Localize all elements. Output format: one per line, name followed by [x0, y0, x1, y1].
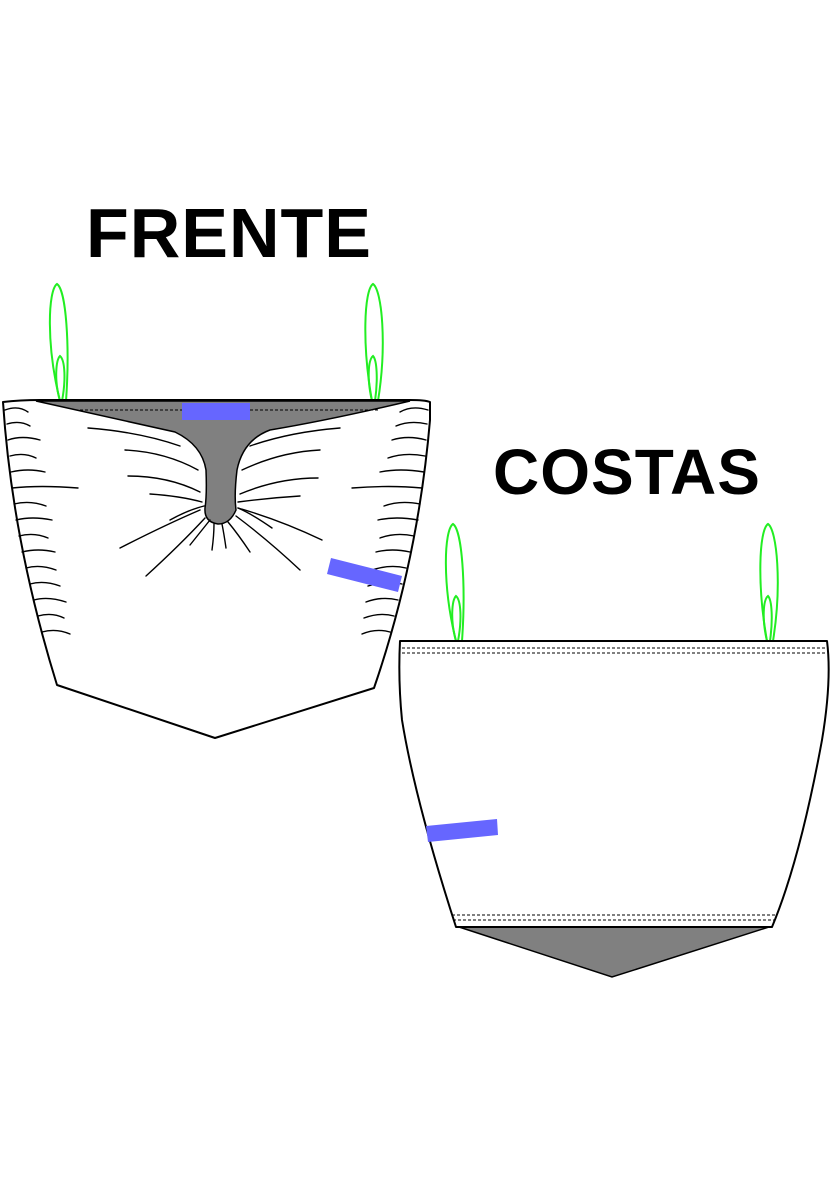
- front-body-outline: [2, 399, 431, 739]
- front-left-hanger-loop: [48, 282, 69, 402]
- front-side-label-tag: [327, 558, 402, 592]
- front-lining-keyhole: [35, 400, 411, 525]
- back-lining: [455, 925, 773, 978]
- back-view: [398, 522, 830, 978]
- front-left-side-gathers: [4, 407, 79, 635]
- front-view: [2, 282, 431, 739]
- front-center-gathers-right: [221, 427, 341, 571]
- front-center-gathers-left: [87, 427, 215, 577]
- front-right-hanger-loop: [364, 282, 384, 402]
- front-top-label-tag: [182, 403, 250, 420]
- front-right-side-gathers: [351, 407, 429, 635]
- front-view-title: FRENTE: [86, 194, 372, 272]
- back-side-label-tag: [426, 819, 498, 842]
- back-body-outline: [398, 640, 830, 928]
- back-view-title: COSTAS: [493, 436, 761, 508]
- back-right-hanger-loop: [759, 522, 779, 642]
- back-left-hanger-loop: [444, 522, 465, 642]
